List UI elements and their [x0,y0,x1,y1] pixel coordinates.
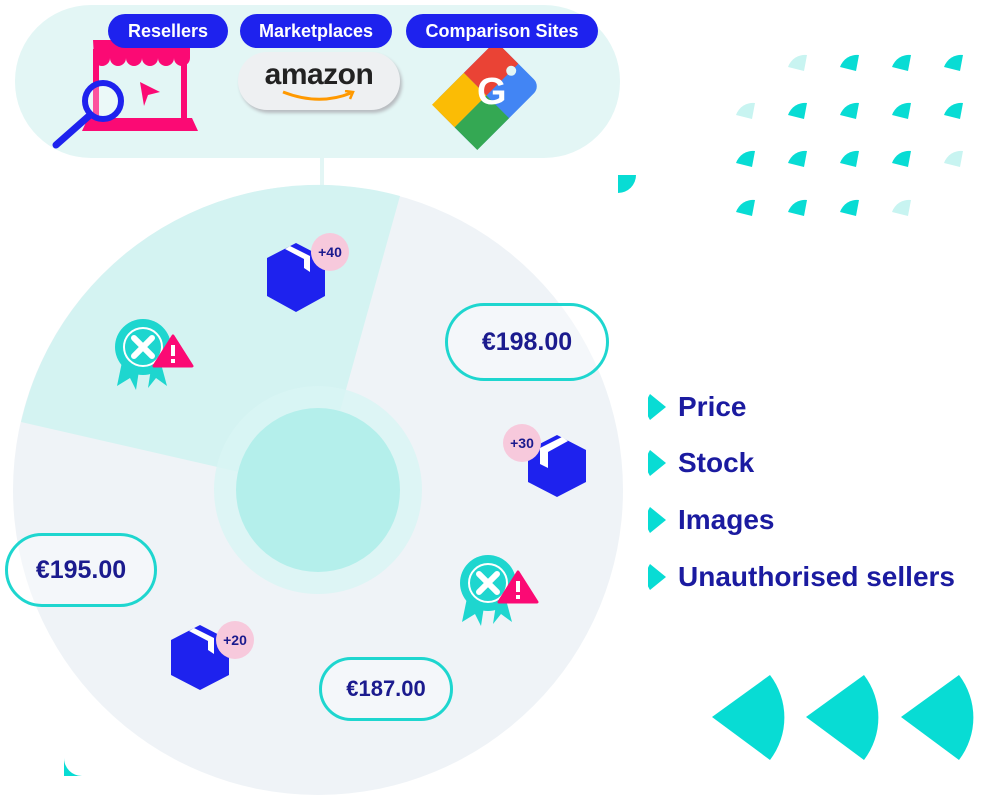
unauthorised-seller-icon [460,555,539,626]
dot-shape-icon [788,199,807,216]
amazon-wordmark: amazon [264,58,374,91]
tag-comparison-sites: Comparison Sites [406,14,598,48]
stock-badge: +30 [503,424,541,462]
decorative-dot-grid [736,54,963,216]
stock-badge: +40 [311,233,349,271]
dot-shape-icon [840,54,859,71]
stock-box-icon [528,435,586,497]
connector-line [320,158,324,188]
dot-shape-icon [840,150,859,167]
amazon-logo: amazon [238,52,400,110]
dot-shape-icon [736,199,755,216]
price-pill: €195.00 [5,533,157,607]
wedge-shape-icon [806,675,879,760]
dot-shape-icon [736,102,755,119]
stock-box-icon [267,243,325,312]
wedge-shape-icon [712,675,785,760]
dot-shape-icon [944,102,963,119]
legend-item-unauthorised-sellers: Unauthorised sellers [648,559,955,595]
corner-shape-icon [64,758,82,776]
dot-shape-icon [892,102,911,119]
dot-shape-icon [788,150,807,167]
stock-badge: +20 [216,621,254,659]
dot-shape-icon [944,54,963,71]
legend-bullet-icon [648,450,666,476]
legend-label: Stock [678,447,755,478]
dot-shape-icon [736,150,755,167]
dot-shape-icon [892,150,911,167]
amazon-smile-icon [282,90,355,101]
google-g-glyph: G [477,71,507,113]
dot-shape-icon [892,54,911,71]
dot-shape-icon [892,199,911,216]
legend-item-stock: Stock [648,445,754,481]
dot-shape-icon [840,102,859,119]
tag-resellers: Resellers [108,14,228,48]
dot-shape-icon [840,199,859,216]
tag-marketplaces: Marketplaces [240,14,392,48]
legend-bullet-icon [648,394,666,420]
legend-bullet-icon [648,564,666,590]
decorative-wedges [712,675,974,760]
legend-bullet-icon [648,507,666,533]
center-core [236,408,400,572]
unauthorised-seller-icon [115,319,194,390]
legend-label: Unauthorised sellers [678,561,955,592]
google-shopping-icon [432,41,537,150]
price-pill: €187.00 [319,657,453,721]
dot-shape-icon [944,150,963,167]
corner-shape-icon [618,175,636,193]
stock-box-icon [171,625,229,690]
legend-item-price: Price [648,389,747,425]
legend-label: Price [678,391,747,422]
dot-shape-icon [788,54,807,71]
legend-label: Images [678,504,775,535]
legend-item-images: Images [648,502,775,538]
wedge-shape-icon [901,675,974,760]
dot-shape-icon [788,102,807,119]
price-pill: €198.00 [445,303,609,381]
